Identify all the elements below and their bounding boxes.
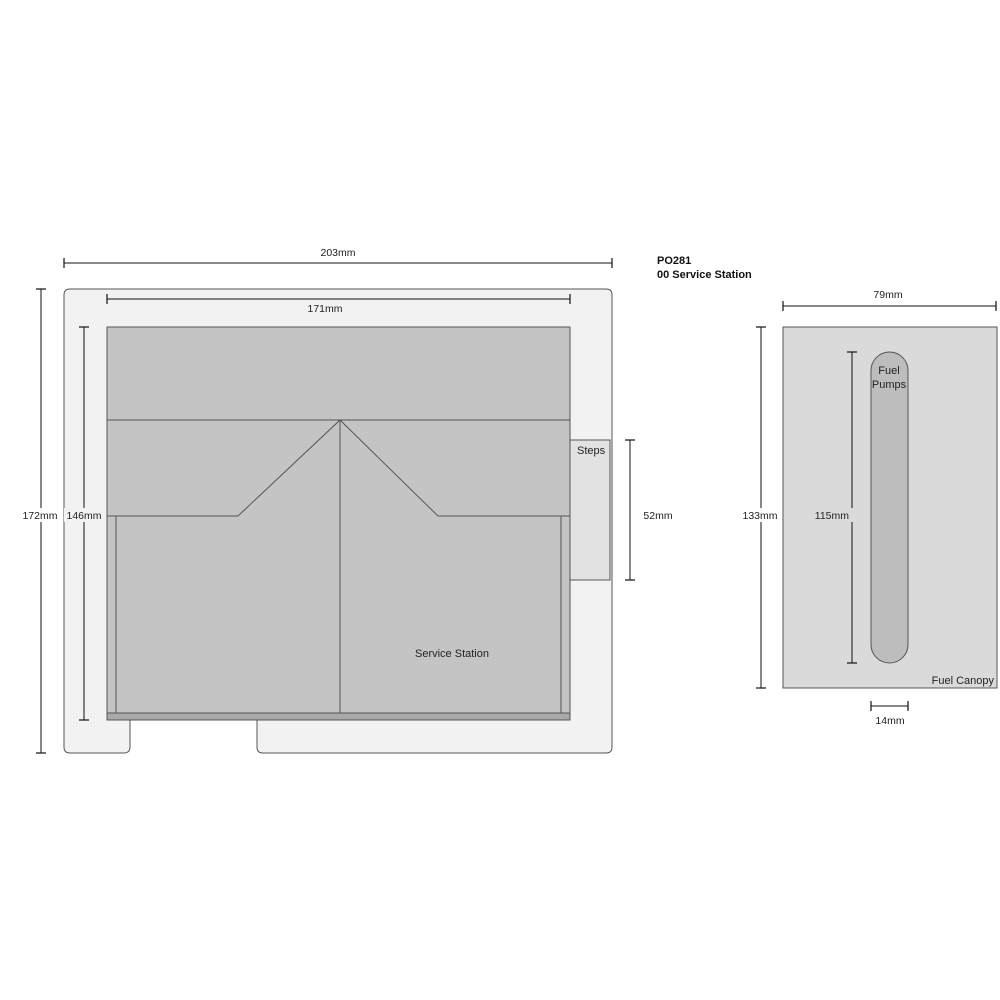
overall-width-label: 203mm (320, 247, 355, 259)
steps-label: Steps (577, 445, 606, 457)
canopy-height-label: 133mm (742, 510, 777, 522)
service-station-label: Service Station (415, 648, 489, 660)
steps-height-label: 52mm (643, 510, 672, 522)
building (106, 326, 571, 721)
building-width-label: 171mm (307, 303, 342, 315)
front-strip (106, 712, 571, 721)
pumps-width-label: 14mm (875, 715, 904, 727)
product-name: 00 Service Station (657, 269, 752, 281)
fuel-canopy-label: Fuel Canopy (932, 675, 995, 687)
steps-block (569, 439, 611, 581)
overall-height-label: 172mm (22, 510, 57, 522)
fuel-pumps-label-line2: Pumps (872, 379, 907, 391)
product-code: PO281 (657, 255, 691, 267)
building-height-label: 146mm (66, 510, 101, 522)
canopy-width-label: 79mm (873, 289, 902, 301)
pumps-length-label: 115mm (815, 510, 849, 522)
fuel-pumps-label-line1: Fuel (878, 365, 899, 377)
fuel-pumps-island (870, 351, 909, 664)
